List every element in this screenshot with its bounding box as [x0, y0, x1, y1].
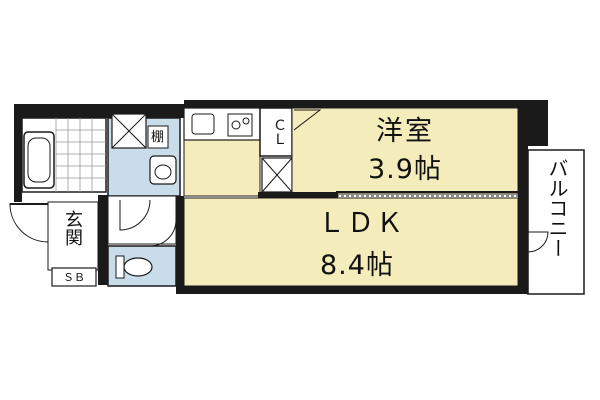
- toilet-door-swing: [149, 219, 177, 247]
- shelf-box: [147, 125, 169, 149]
- ldk-size: 8.4帖: [320, 250, 394, 281]
- balcony: [527, 149, 585, 295]
- ldk-floor: [183, 197, 519, 287]
- ldk-name: ＬＤＫ: [318, 208, 405, 239]
- corner-black-block: [530, 100, 548, 140]
- bottom-wall: [176, 286, 528, 294]
- stove-burner-1: [231, 120, 241, 130]
- entrance-label: 玄関: [62, 210, 83, 246]
- kitchen-sink: [191, 113, 215, 135]
- washer-cross-2: [111, 113, 147, 149]
- toilet-tank: [115, 255, 125, 279]
- bathtub-inner: [27, 137, 51, 183]
- balcony-label: バルコニー: [545, 158, 569, 258]
- closet-label: ＣＬ: [271, 118, 287, 146]
- western-room-floor: [291, 107, 519, 195]
- shoe-box: [51, 267, 97, 287]
- stove-burner-2: [242, 117, 250, 125]
- ldk-divider-wall: [258, 192, 338, 198]
- wash-basin-bowl: [154, 164, 172, 180]
- closet: [259, 107, 293, 157]
- bathroom-tiles: [55, 118, 106, 192]
- entrance-door-swing: [9, 203, 49, 243]
- western-room-name: 洋室: [376, 116, 434, 147]
- fridge-cross-2: [261, 157, 293, 193]
- western-room-door-swing: [293, 109, 322, 131]
- right-wall: [518, 146, 528, 286]
- ldk-left-wall: [176, 196, 184, 294]
- toilet-bowl: [123, 257, 153, 277]
- entrance-floor: [47, 201, 99, 271]
- western-room-size: 3.9帖: [368, 154, 442, 185]
- balcony-door-swing: [527, 231, 549, 253]
- left-wall: [14, 104, 22, 202]
- shoe-box-label: ＳＢ: [63, 271, 85, 284]
- top-left-wall-block: [14, 104, 184, 118]
- hall-door-swing-1: [119, 199, 151, 231]
- shelf-label: 棚: [151, 130, 165, 145]
- top-main-wall: [184, 100, 524, 108]
- left-lower-wall: [98, 195, 108, 285]
